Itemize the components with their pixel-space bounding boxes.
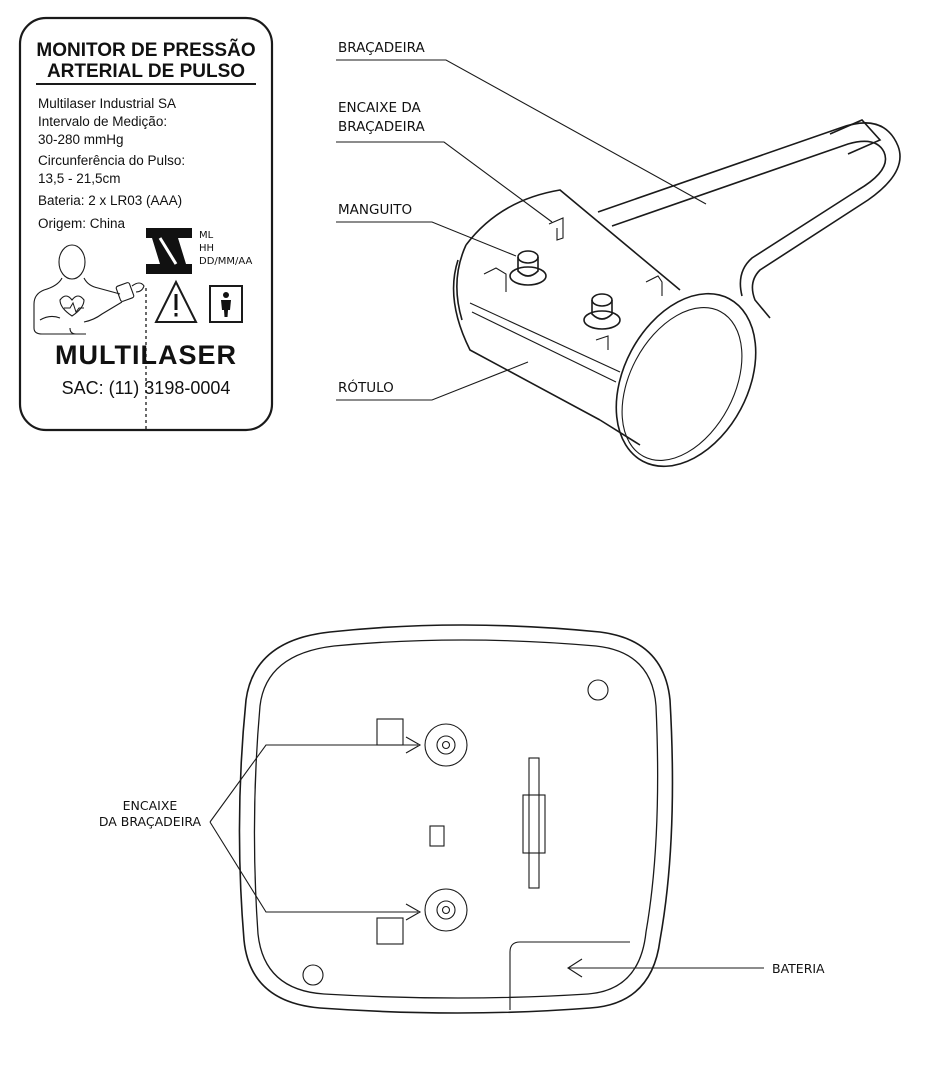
label-manguito: MANGUITO [338,202,412,218]
person-cuff-icon [33,244,145,335]
card-sac: SAC: (11) 3198-0004 [62,378,231,398]
back-view: ENCAIXE DA BRAÇADEIRA BATERIA [99,624,825,1014]
cuff [452,189,757,468]
label-bracadeira: BRAÇADEIRA [338,40,425,56]
card-line-range-value: 30-280 mmHg [38,132,124,147]
inmetro-code-hh: HH [199,243,214,254]
card-title-line2: ARTERIAL DE PULSO [47,61,245,82]
device-leader-lines [336,59,707,401]
card-line-manufacturer: Multilaser Industrial SA [38,96,176,111]
inmetro-code-date: DD/MM/AA [199,256,253,267]
label-rotulo: RÓTULO [338,378,394,396]
cuff-nozzle-1 [509,250,547,286]
label-encaixe-line1: ENCAIXE DA [338,100,421,116]
card-line-circ-label: Circunferência do Pulso: [38,153,185,168]
card-line-origin: Origem: China [38,216,126,231]
device-drawing: BRAÇADEIRA ENCAIXE DA BRAÇADEIRA MANGUIT… [336,40,901,468]
bateria-arrow [566,958,764,978]
warning-triangle-icon [154,279,198,323]
cuff-nozzle-2 [583,293,621,330]
card-title-line1: MONITOR DE PRESSÃO [36,39,255,61]
strap [597,119,901,319]
back-label-encaixe-line1: ENCAIXE [123,798,178,813]
label-encaixe-line2: BRAÇADEIRA [338,119,425,135]
back-socket-top [424,723,468,767]
inmetro-icon [146,228,192,274]
back-label-bateria: BATERIA [772,961,825,976]
encaixe-arrows [209,736,422,921]
back-label-encaixe-line2: DA BRAÇADEIRA [99,814,202,829]
back-slot [522,757,546,889]
battery-cover [509,941,630,1010]
label-card: MONITOR DE PRESSÃO ARTERIAL DE PULSO Mul… [18,16,274,432]
inmetro-code-ml: ML [199,230,214,241]
bf-person-icon [209,285,243,323]
card-line-range-label: Intervalo de Medição: [38,114,167,129]
card-line-battery: Bateria: 2 x LR03 (AAA) [38,193,182,208]
card-line-circ-value: 13,5 - 21,5cm [38,171,121,186]
card-brand: MULTILASER [55,340,237,370]
back-socket-bottom [424,888,468,932]
cuff-clips [483,217,663,350]
